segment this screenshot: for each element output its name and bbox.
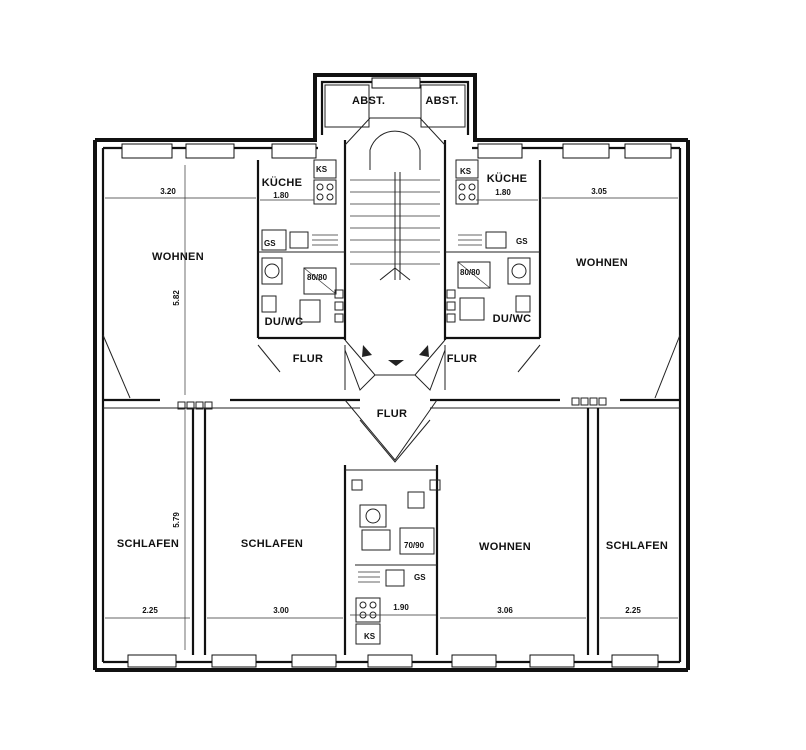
left-flur-label: FLUR <box>293 353 324 365</box>
center-wohnen-label: WOHNEN <box>479 541 531 553</box>
dimension-lines <box>105 165 678 650</box>
dimension-labels: 3.20 1.80 1.80 3.05 5.82 5.79 2.25 3.00 … <box>142 187 641 615</box>
gs-center-label: GS <box>414 573 426 582</box>
right-kueche-label: KÜCHE <box>487 172 528 185</box>
shower-center-label: 70/90 <box>404 541 425 550</box>
dim-center-kueche-width: 1.90 <box>393 603 409 612</box>
dim-left-kueche-width: 1.80 <box>273 191 289 200</box>
center-fixtures <box>351 479 441 645</box>
windows <box>121 77 672 668</box>
dim-center-wohnen-width: 3.06 <box>497 606 513 615</box>
left-schlafen-label: SCHLAFEN <box>117 538 179 550</box>
center-flur-label: FLUR <box>377 408 408 420</box>
left-kitchen-fixtures <box>261 159 338 323</box>
left-duwc-label: DU/WC <box>265 316 304 328</box>
staircase <box>334 130 456 366</box>
dim-left-wohnen-width: 3.20 <box>160 187 176 196</box>
dim-left-schlafen-depth: 5.79 <box>172 512 181 528</box>
abst-right-label: ABST. <box>425 95 458 107</box>
left-wohnen-label: WOHNEN <box>152 251 204 263</box>
right-schlafen-label: SCHLAFEN <box>606 540 668 552</box>
right-wohnen-label: WOHNEN <box>576 257 628 269</box>
radiators <box>177 397 607 410</box>
right-flur-label: FLUR <box>447 353 478 365</box>
abst-left-label: ABST. <box>352 95 385 107</box>
right-kitchen-fixtures <box>455 159 531 321</box>
right-duwc-label: DU/WC <box>493 313 532 325</box>
dim-left-wohnen-depth: 5.82 <box>172 290 181 306</box>
fixture-labels: KS KS KS GS GS GS 80/80 80/80 70/90 <box>264 165 528 641</box>
shower-right-label: 80/80 <box>460 268 481 277</box>
gs-left-label: GS <box>264 239 276 248</box>
dim-mid-schlafen-width: 3.00 <box>273 606 289 615</box>
room-labels: ABST. ABST. WOHNEN WOHNEN WOHNEN SCHLAFE… <box>117 95 668 553</box>
ks-right-label: KS <box>460 167 472 176</box>
ks-left-label: KS <box>316 165 328 174</box>
dim-right-kueche-width: 1.80 <box>495 188 511 197</box>
left-kueche-label: KÜCHE <box>262 176 303 189</box>
gs-right-label: GS <box>516 237 528 246</box>
dim-right-schlafen-width: 2.25 <box>625 606 641 615</box>
shower-left-label: 80/80 <box>307 273 328 282</box>
ks-center-label: KS <box>364 632 376 641</box>
mid-schlafen-label: SCHLAFEN <box>241 538 303 550</box>
internal-walls <box>102 84 681 655</box>
dim-right-wohnen-width: 3.05 <box>591 187 607 196</box>
dim-left-schlafen-width: 2.25 <box>142 606 158 615</box>
